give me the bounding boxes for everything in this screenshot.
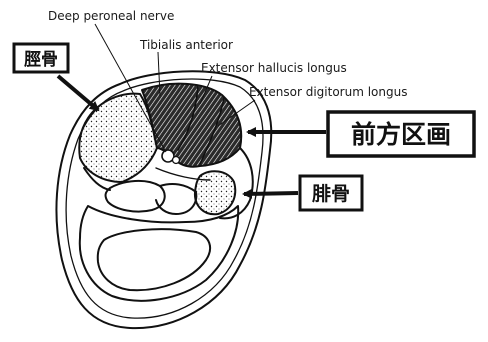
- tibia-box-label: 脛骨: [24, 50, 58, 70]
- anterior-tibial-vessel: [173, 157, 180, 164]
- deep-posterior-muscle-1: [106, 181, 165, 212]
- anterior-compartment-muscles: [142, 84, 241, 167]
- anterior-compartment-box-label: 前方区画: [351, 120, 451, 149]
- gastrocnemius-muscle: [98, 229, 210, 290]
- extensor-hallucis-longus-label: Extensor hallucis longus: [201, 61, 347, 75]
- fibula-box-label: 腓骨: [312, 183, 350, 205]
- extensor-digitorum-longus-label: Extensor digitorum longus: [249, 85, 407, 99]
- tibialis-anterior-label: Tibialis anterior: [139, 38, 233, 52]
- fibula-arrow: [244, 193, 298, 194]
- fibula-bone: [195, 171, 235, 214]
- deep-peroneal-nerve-label: Deep peroneal nerve: [48, 9, 174, 23]
- tibia-bone: [79, 94, 157, 182]
- tibia-arrow: [58, 76, 98, 110]
